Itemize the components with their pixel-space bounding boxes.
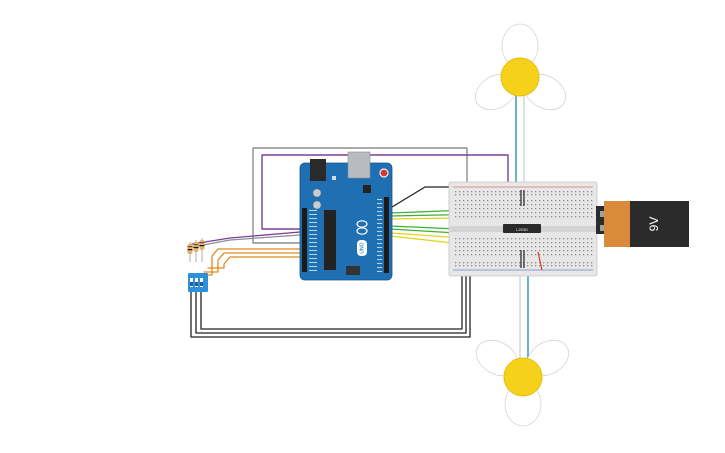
battery-label: 9V — [647, 217, 661, 232]
wire-black-loop-1[interactable] — [190, 267, 471, 338]
reset-button[interactable] — [379, 168, 389, 178]
arduino-logo: UNO — [356, 220, 368, 256]
bb-jumper-red — [537, 251, 543, 271]
power-header[interactable] — [302, 208, 307, 272]
chip-label: L293D — [516, 227, 528, 232]
resistor-1 — [187, 242, 193, 262]
wire-gray-top[interactable] — [252, 147, 468, 244]
digital-header[interactable] — [384, 197, 389, 273]
arduino-pin-labels — [309, 199, 382, 272]
wire-gray-resistor[interactable] — [191, 234, 301, 248]
wire-purple-resistor[interactable] — [191, 231, 301, 245]
wire-purple-top[interactable] — [261, 154, 509, 230]
power-jack[interactable] — [310, 159, 326, 181]
resistor-2 — [193, 240, 199, 262]
dip-switch[interactable] — [188, 273, 208, 292]
usb-port[interactable] — [347, 151, 371, 179]
breadboard: L293D — [448, 181, 598, 277]
resistor-3 — [199, 238, 205, 262]
arduino-logo-text: UNO — [359, 242, 365, 253]
wire-orange-3[interactable] — [207, 256, 303, 269]
motor-top[interactable] — [469, 23, 572, 117]
breadboard-holes[interactable] — [455, 191, 593, 267]
motor-bottom[interactable] — [470, 333, 575, 427]
atmega-chip — [324, 210, 336, 270]
wire-black-loop-2[interactable] — [195, 267, 467, 334]
resistors[interactable] — [187, 238, 205, 262]
arduino-uno[interactable]: UNO — [299, 151, 393, 281]
l293d-chip[interactable]: L293D — [503, 224, 541, 233]
wire-black-loop-3[interactable] — [200, 267, 463, 330]
wire-orange-2[interactable] — [203, 252, 303, 273]
battery-9v[interactable]: 9V — [596, 201, 689, 247]
